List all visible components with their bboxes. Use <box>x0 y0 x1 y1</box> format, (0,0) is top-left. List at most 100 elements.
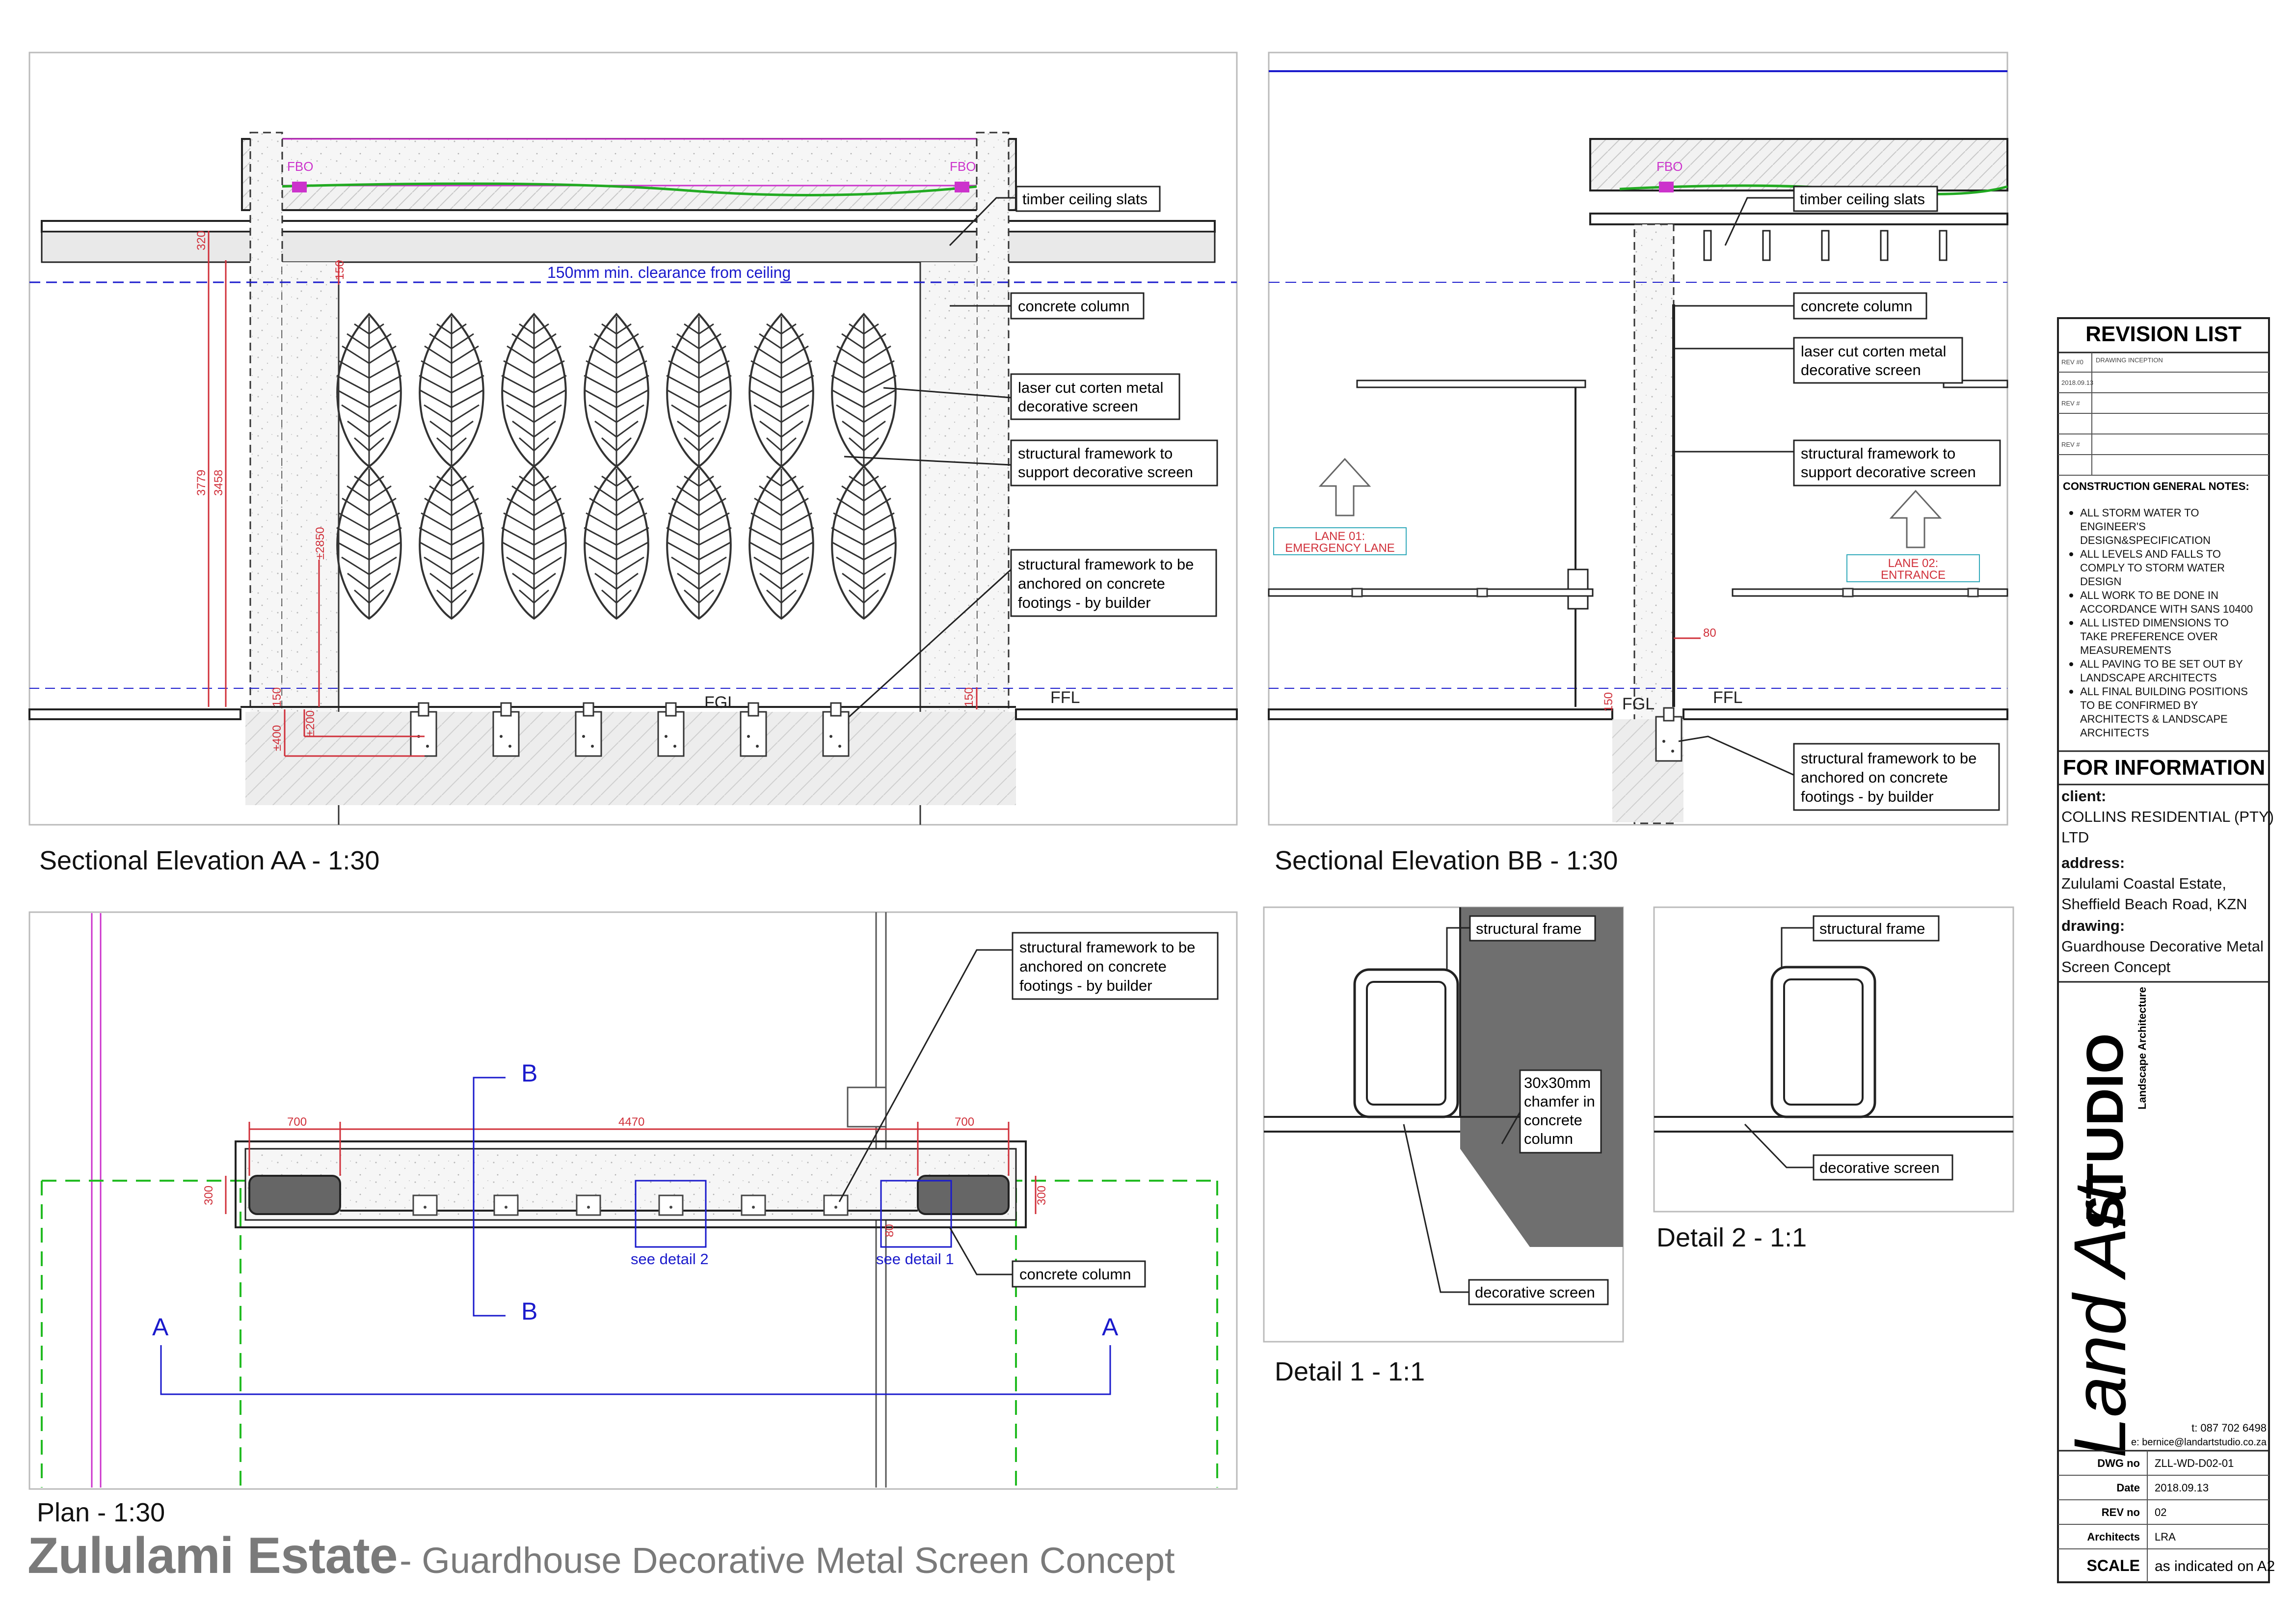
plan-section-b-top: B <box>521 1059 537 1087</box>
svg-text:DESIGN&SPECIFICATION: DESIGN&SPECIFICATION <box>2080 534 2211 546</box>
plan-callout-column: concrete column <box>1012 1260 1146 1288</box>
svg-text:LTD: LTD <box>2061 829 2089 846</box>
plan-frame <box>28 911 1238 1490</box>
aa-clearance-note: 150mm min. clearance from ceiling <box>547 264 791 281</box>
svg-text:30x30mm: 30x30mm <box>1524 1074 1591 1091</box>
aa-ground-fill <box>245 712 1016 805</box>
aa-callout-screen: laser cut corten metal decorative screen <box>1010 373 1180 420</box>
plan-wall-inner <box>244 1148 1017 1221</box>
svg-text:footings - by builder: footings - by builder <box>1019 977 1152 994</box>
plan-section-b-bottom: B <box>521 1298 537 1325</box>
svg-text:ALL STORM WATER TO: ALL STORM WATER TO <box>2080 507 2199 519</box>
caption-section-bb: Sectional Elevation BB - 1:30 <box>1275 846 1618 875</box>
svg-text:ZLL-WD-D02-01: ZLL-WD-D02-01 <box>2155 1457 2234 1469</box>
svg-text:concrete column: concrete column <box>1018 298 1129 315</box>
svg-text:footings - by builder: footings - by builder <box>1018 594 1151 611</box>
aa-dimension-lines <box>208 231 978 757</box>
bb-rail-right <box>1732 588 2008 597</box>
svg-text:DESIGN: DESIGN <box>2080 575 2121 588</box>
plan-wall-outer <box>235 1140 1027 1228</box>
section-aa-frame <box>28 52 1238 826</box>
plan-dim-4470: 4470 <box>618 1115 644 1129</box>
plan-column-left <box>248 1175 341 1215</box>
aa-dim-320: 320 <box>195 231 208 250</box>
aa-dim-150-right: 150 <box>962 687 976 707</box>
bb-lane1-line1: LANE 01: <box>1315 530 1365 543</box>
svg-text:REV #: REV # <box>2061 400 2080 407</box>
bb-lane2-box <box>1846 554 1980 582</box>
plan-gate-box <box>847 1086 887 1128</box>
aa-dim-3458: 3458 <box>212 470 225 496</box>
svg-text:MEASUREMENTS: MEASUREMENTS <box>2080 644 2171 656</box>
plan-dim-700-right: 700 <box>955 1115 974 1129</box>
construction-notes: ALL STORM WATER TO ENGINEER'S DESIGN&SPE… <box>2069 507 2253 739</box>
svg-text:Architects: Architects <box>2087 1531 2140 1543</box>
aa-dim-400: ±400 <box>270 725 284 751</box>
aa-column-right <box>976 132 1010 791</box>
svg-text:concrete column: concrete column <box>1019 1266 1131 1283</box>
fields-rows: DWG no ZLL-WD-D02-01 Date 2018.09.13 REV… <box>2087 1457 2234 1543</box>
svg-text:COMPLY TO STORM WATER: COMPLY TO STORM WATER <box>2080 562 2225 574</box>
bb-callout-framework: structural framework to support decorati… <box>1793 439 2001 487</box>
aa-wall-left <box>282 262 339 714</box>
svg-text:structural framework to be: structural framework to be <box>1018 556 1194 573</box>
fields-table-lines <box>2058 1451 2269 1582</box>
svg-text:DRAWING INCEPTION: DRAWING INCEPTION <box>2096 356 2163 364</box>
bb-dim-150: 150 <box>1602 692 1615 712</box>
aa-decorative-screen <box>336 313 897 620</box>
svg-text:support decorative screen: support decorative screen <box>1801 463 1976 481</box>
page-title-sub: - Guardhouse Decorative Metal Screen Con… <box>400 1540 1175 1581</box>
aa-roof-fill <box>264 138 997 187</box>
section-aa: FBO FBO 150mm min. clearance from ceilin… <box>28 52 1238 826</box>
bb-canopy-left <box>1356 379 1586 388</box>
detail2-callout-screen: decorative screen <box>1813 1154 1953 1181</box>
title-block: REVISION LIST REV #0 DRAWING INCEPTION 2… <box>2057 317 2275 1583</box>
svg-text:laser cut corten metal: laser cut corten metal <box>1018 379 1163 396</box>
svg-text:decorative screen: decorative screen <box>1801 361 1921 379</box>
svg-text:structural framework to be: structural framework to be <box>1019 939 1195 956</box>
plan-section-b-line <box>473 1077 506 1317</box>
svg-text:LANDSCAPE ARCHITECTS: LANDSCAPE ARCHITECTS <box>2080 672 2217 684</box>
scale-value: as indicated on A2 <box>2155 1558 2275 1574</box>
bb-rail-left <box>1268 588 1594 597</box>
scale-label: SCALE <box>2087 1557 2140 1574</box>
detail2-callout-frame: structural frame <box>1813 915 1940 942</box>
bb-lane2-line2: ENTRANCE <box>1881 568 1946 582</box>
svg-text:ENGINEER'S: ENGINEER'S <box>2080 520 2146 533</box>
aa-dim-2850: ±2850 <box>314 527 327 560</box>
svg-text:decorative screen: decorative screen <box>1819 1159 1940 1176</box>
aa-dim-150-top: 150 <box>333 260 347 280</box>
aa-fbo-left: FBO <box>287 159 313 174</box>
aa-paving-left <box>28 708 241 720</box>
svg-text:chamfer in: chamfer in <box>1524 1093 1595 1110</box>
aa-fgl: FGL <box>704 693 737 712</box>
detail1-callout-screen: decorative screen <box>1468 1279 1609 1305</box>
svg-text:anchored on concrete: anchored on concrete <box>1018 575 1165 592</box>
bb-paving-right <box>1682 708 2008 720</box>
plan-section-a-right: A <box>1102 1313 1119 1341</box>
plan-section-a-left: A <box>152 1313 169 1341</box>
plan-dim-700-left: 700 <box>287 1115 307 1129</box>
bb-lane1-line2: EMERGENCY LANE <box>1285 541 1395 555</box>
caption-section-aa: Sectional Elevation AA - 1:30 <box>39 846 380 875</box>
plan-detail1-box <box>880 1180 952 1248</box>
notes-heading: CONSTRUCTION GENERAL NOTES: <box>2063 480 2249 492</box>
svg-text:REV #: REV # <box>2061 441 2080 448</box>
svg-text:anchored on concrete: anchored on concrete <box>1801 769 1948 786</box>
bb-callout-screen: laser cut corten metal decorative screen <box>1793 337 1963 384</box>
detail1-leaders <box>1403 927 1522 1293</box>
svg-text:TO BE CONFIRMED BY: TO BE CONFIRMED BY <box>2080 699 2198 711</box>
bb-callout-column: concrete column <box>1793 292 1927 320</box>
detail-1: structural frame 30x30mm chamfer in conc… <box>1263 906 1624 1343</box>
bb-callout-anchored: structural framework to be anchored on c… <box>1793 743 2000 811</box>
svg-text:REV no: REV no <box>2102 1506 2140 1518</box>
svg-text:LRA: LRA <box>2155 1531 2176 1543</box>
bb-lane1-box <box>1273 527 1407 555</box>
plan-dimension-lines <box>225 1122 1037 1214</box>
svg-text:structural frame: structural frame <box>1819 920 1925 937</box>
svg-text:Zululami Coastal Estate,: Zululami Coastal Estate, <box>2061 875 2226 892</box>
plan-dim-300-right: 300 <box>1035 1186 1048 1205</box>
revision-list-heading: REVISION LIST <box>2085 322 2242 346</box>
project-info: client: COLLINS RESIDENTIAL (PTY) LTD ad… <box>2061 787 2274 975</box>
